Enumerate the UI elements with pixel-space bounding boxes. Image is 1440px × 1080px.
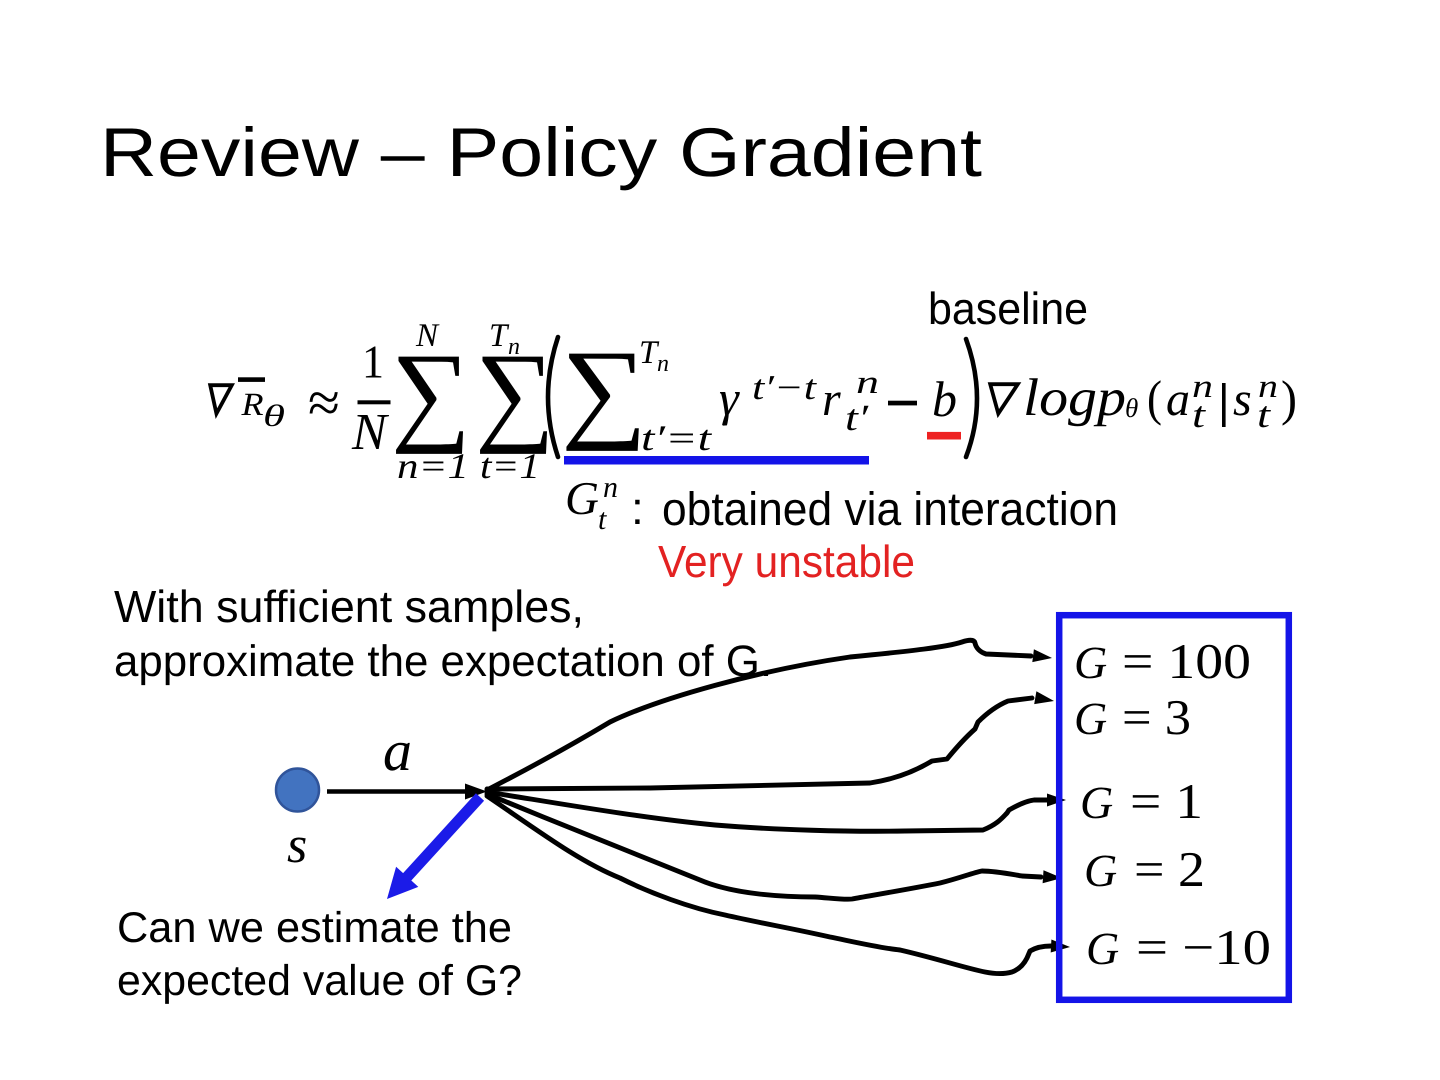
svg-text:Review – Policy Gradient: Review – Policy Gradient: [100, 114, 982, 191]
svg-text:G: G: [1074, 637, 1107, 688]
svg-text:n=1: n=1: [397, 446, 469, 486]
svg-text:t′=t: t′=t: [641, 418, 712, 458]
svg-text:): ): [1281, 370, 1297, 426]
svg-text:G: G: [565, 473, 599, 525]
svg-text:r: r: [822, 373, 841, 426]
svg-text:approximate the expectation of: approximate the expectation of G.: [114, 637, 772, 686]
svg-text:θ: θ: [1125, 393, 1138, 423]
svg-text:n: n: [856, 365, 879, 401]
svg-text:Can we estimate the: Can we estimate the: [117, 904, 512, 952]
svg-text:t=1: t=1: [480, 446, 540, 486]
svg-text:With sufficient samples,: With sufficient samples,: [114, 581, 584, 632]
svg-text:s: s: [1233, 373, 1252, 426]
svg-text:= −10: = −10: [1136, 919, 1271, 975]
svg-text:T: T: [639, 335, 660, 371]
svg-text:= 2: = 2: [1134, 841, 1205, 897]
svg-text:G: G: [1080, 777, 1113, 828]
svg-text:∑: ∑: [391, 331, 471, 455]
svg-text:N: N: [415, 318, 440, 354]
svg-text:G: G: [1074, 693, 1107, 744]
svg-text:γ: γ: [719, 370, 740, 426]
svg-text:t′−t: t′−t: [752, 368, 818, 407]
svg-text:= 100: = 100: [1122, 633, 1251, 689]
svg-text:expected value of G?: expected value of G?: [117, 957, 522, 1005]
svg-text:G: G: [1086, 923, 1119, 974]
svg-text:n: n: [603, 471, 618, 504]
svg-text:Very unstable: Very unstable: [658, 536, 915, 587]
svg-text:t: t: [598, 503, 607, 536]
svg-text:baseline: baseline: [928, 283, 1088, 334]
svg-text::: :: [631, 482, 644, 534]
svg-text:a: a: [1166, 373, 1190, 426]
svg-text:b: b: [932, 371, 957, 427]
svg-text:a: a: [383, 718, 412, 783]
svg-text:t′: t′: [845, 398, 869, 439]
svg-text:G: G: [1084, 845, 1117, 896]
svg-text:θ: θ: [263, 398, 285, 433]
svg-text:∑: ∑: [475, 331, 555, 455]
svg-text:n: n: [508, 334, 520, 360]
svg-text:n: n: [657, 351, 669, 377]
svg-text:1: 1: [362, 337, 384, 389]
svg-text:= 1: = 1: [1130, 773, 1203, 829]
svg-text:n: n: [1192, 369, 1213, 405]
svg-text:= 3: = 3: [1122, 689, 1191, 745]
svg-text:t: t: [1192, 395, 1207, 436]
svg-text:N: N: [351, 404, 390, 461]
svg-text:≈: ≈: [308, 370, 340, 435]
svg-text:s: s: [287, 817, 307, 874]
svg-text:n: n: [1258, 369, 1278, 405]
svg-text:logp: logp: [1023, 369, 1126, 427]
svg-text:(: (: [1147, 370, 1162, 426]
svg-text:obtained via interaction: obtained via interaction: [662, 482, 1118, 535]
svg-text:∑: ∑: [561, 328, 647, 452]
svg-text:T: T: [489, 318, 510, 354]
svg-text:R: R: [241, 387, 264, 423]
svg-text:t: t: [1257, 395, 1272, 436]
